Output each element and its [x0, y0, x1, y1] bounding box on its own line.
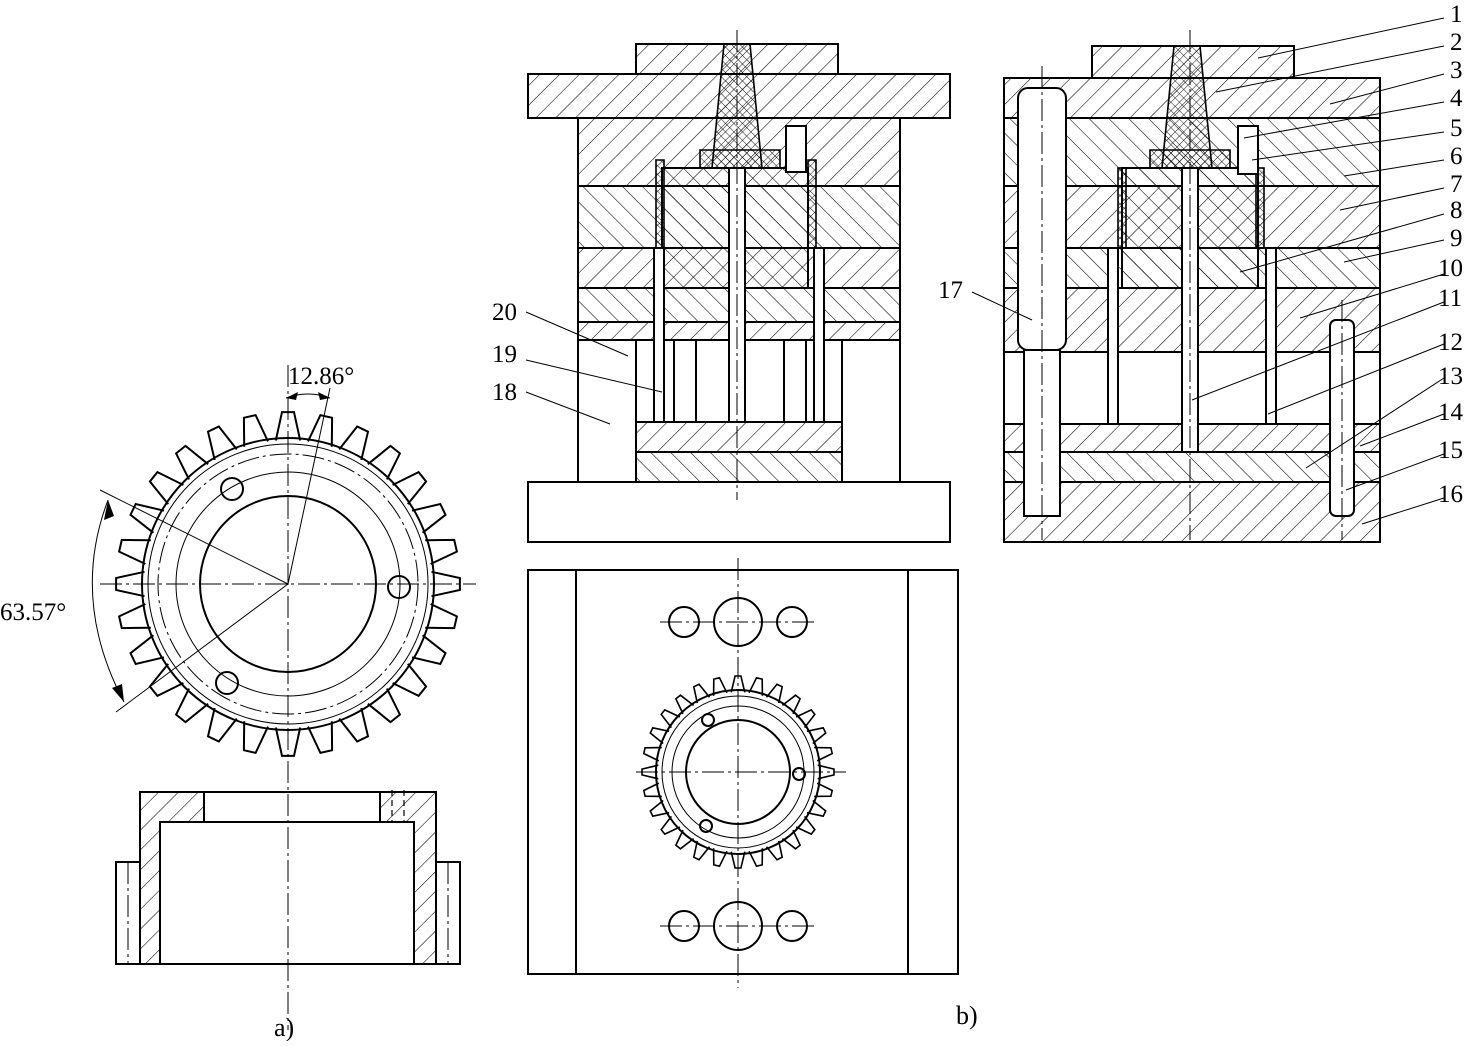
callout-4: 4	[1450, 85, 1463, 112]
arrow-head	[318, 392, 330, 400]
hole-spacing-angle-label: 63.57°	[0, 599, 66, 626]
side-ejector-plate	[1003, 451, 1381, 483]
leader-13	[1305, 377, 1445, 469]
angle-leader-lower	[115, 583, 289, 713]
callout-6: 6	[1450, 143, 1463, 170]
callout-14: 14	[1438, 399, 1464, 426]
leader-2	[1215, 45, 1445, 93]
callout-7: 7	[1450, 171, 1463, 198]
side-part-wall-right	[1255, 167, 1265, 249]
leader-18	[525, 391, 611, 425]
ejector-pin-left	[653, 247, 665, 423]
ejector-retainer	[635, 421, 843, 453]
gear-section-view: a)	[115, 790, 461, 1042]
side-ejector-pin-right	[1265, 247, 1277, 425]
bottom-clamp-plate	[527, 481, 951, 543]
callout-2: 2	[1450, 29, 1463, 56]
plan-hole	[701, 713, 715, 727]
callout-12: 12	[1438, 329, 1463, 356]
leader-16	[1361, 497, 1445, 525]
mold-side-section	[1003, 30, 1381, 543]
leader-7	[1339, 187, 1445, 211]
leader-15	[1345, 453, 1445, 491]
callout-13: 13	[1438, 363, 1463, 390]
leader-11	[1191, 301, 1445, 401]
side-runner	[1149, 149, 1231, 169]
wall-left-section	[139, 791, 205, 965]
leader-3	[1329, 73, 1445, 105]
angle-leader-upper	[99, 489, 289, 585]
callout-16: 16	[1438, 481, 1463, 508]
gear-hole-1	[220, 477, 244, 501]
spacer-block-left	[577, 339, 637, 483]
leader-17	[971, 291, 1033, 321]
side-part-wall-left	[1117, 167, 1127, 249]
callout-5: 5	[1450, 115, 1463, 142]
callout-17: 17	[938, 277, 963, 304]
leader-1	[1257, 17, 1445, 59]
callout-9: 9	[1450, 225, 1463, 252]
runner-cross	[699, 149, 781, 169]
mold-front-section	[527, 30, 951, 543]
gear-hole-3	[215, 671, 239, 695]
leader-6	[1343, 159, 1445, 177]
part-wall-left	[655, 159, 665, 249]
callout-15: 15	[1438, 437, 1463, 464]
spacer-block-right	[841, 339, 901, 483]
leader-12	[1267, 343, 1445, 415]
leader-9	[1343, 239, 1445, 263]
leader-14	[1359, 413, 1445, 447]
leader-20	[525, 311, 629, 357]
arrow-head	[112, 684, 124, 702]
callout-8: 8	[1450, 197, 1463, 224]
leader-5	[1251, 131, 1445, 161]
plan-hole	[699, 819, 713, 833]
callout-19: 19	[492, 341, 517, 368]
tooth-pitch-angle-label: 12.86°	[288, 363, 354, 390]
part-wall-right	[807, 159, 817, 249]
callout-11: 11	[1438, 285, 1462, 312]
plan-hole	[792, 767, 806, 781]
side-ejector-pin-left	[1107, 247, 1119, 425]
arrow-head	[286, 392, 298, 400]
gear-front-view: 12.86° 63.57°	[0, 363, 476, 1030]
support-pillar-left	[673, 339, 697, 423]
ejector-pin-right	[813, 247, 825, 423]
callout-1: 1	[1450, 1, 1463, 28]
leader-4	[1243, 101, 1445, 139]
callout-20: 20	[492, 299, 517, 326]
leader-19	[525, 359, 663, 393]
part-view-caption: a)	[274, 1013, 294, 1041]
gear-hole-2	[387, 575, 411, 599]
wall-right-section	[379, 791, 437, 965]
callouts: 1 2 3 4 5 6 7 8 9 10 11 12 13 14 15 16 1…	[492, 1, 1464, 525]
angle-arc-63	[91, 499, 125, 703]
side-pin-insert	[1237, 125, 1259, 175]
leader-8	[1239, 213, 1445, 273]
support-pillar-right	[783, 339, 807, 423]
ejector-plate	[635, 451, 843, 483]
callout-18: 18	[492, 379, 517, 406]
pitch-leader	[287, 387, 331, 585]
leader-10	[1299, 273, 1445, 319]
mold-plan-view: b)	[527, 558, 978, 1030]
pin-insert	[785, 125, 807, 173]
callout-10: 10	[1438, 255, 1463, 282]
callout-3: 3	[1450, 57, 1463, 84]
side-bottom-plate	[1003, 481, 1381, 543]
inner-cavity	[159, 821, 415, 965]
mold-view-caption: b)	[956, 1001, 978, 1030]
top-opening	[203, 791, 381, 823]
arrow-head	[104, 500, 114, 520]
